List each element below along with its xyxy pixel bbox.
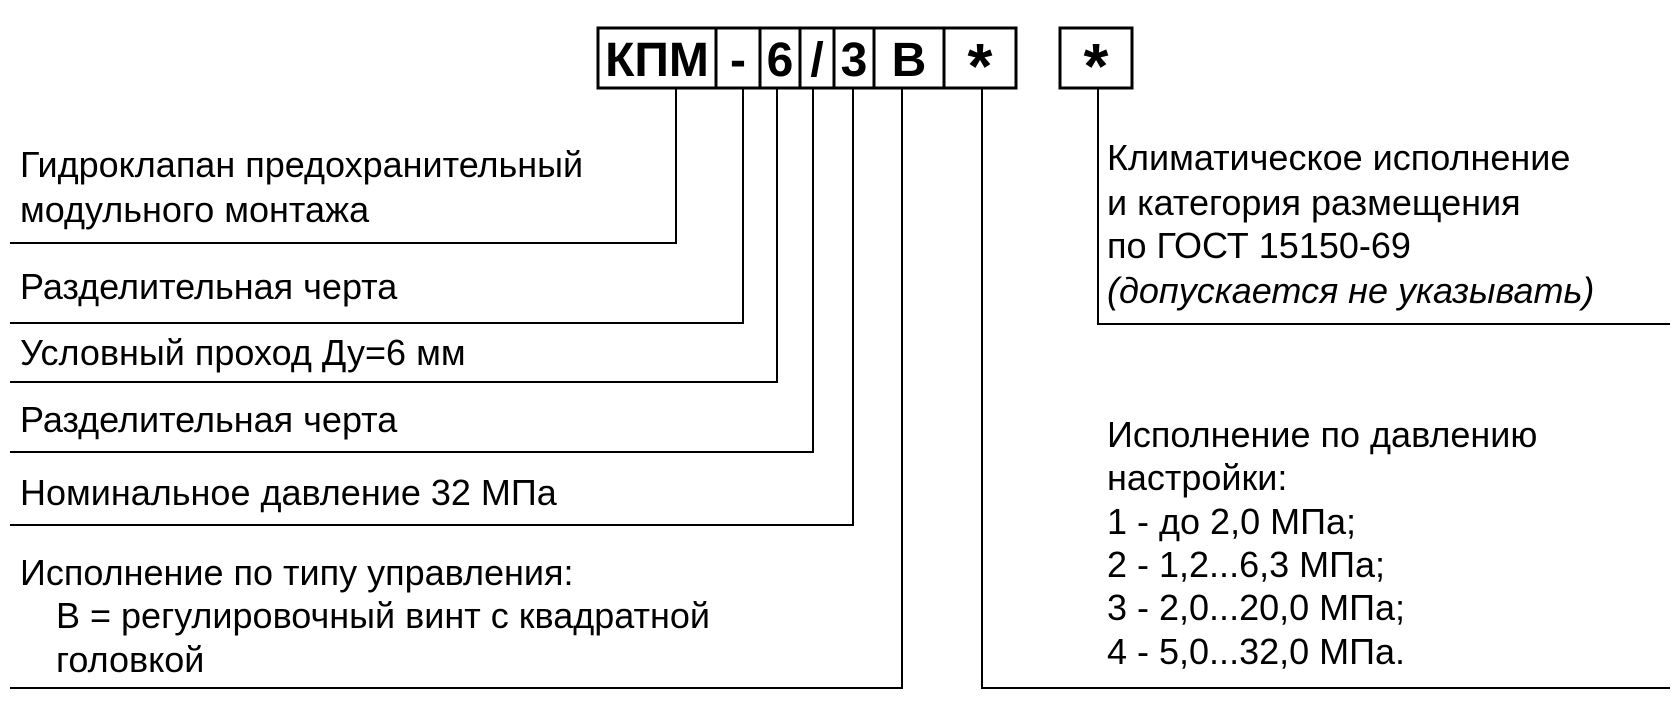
leader-slash — [10, 89, 814, 453]
desc-control-line-3: головкой — [56, 639, 204, 680]
code-box-3 — [832, 26, 876, 90]
code-box-6 — [758, 26, 802, 90]
desc-climate-note: (допускается не указывать) — [1107, 270, 1594, 311]
desc-slash: Разделительная черта — [20, 399, 398, 440]
desc-pressure-option-3: 3 - 2,0...20,0 МПа; — [1107, 587, 1405, 628]
code-3: 3 — [841, 34, 868, 87]
left-leaders — [10, 89, 903, 689]
desc-pressure-option-2: 2 - 1,2...6,3 МПа; — [1107, 544, 1385, 585]
desc-pressure-option-1: 1 - до 2,0 МПа; — [1107, 501, 1356, 542]
leader-v — [10, 89, 903, 689]
code-box-star-1 — [942, 26, 1018, 90]
desc-control-line-2: В = регулировочный винт с квадратной — [56, 595, 710, 636]
desc-pressure-option-4: 4 - 5,0...32,0 МПа. — [1107, 631, 1405, 672]
leader-dash — [10, 89, 744, 324]
desc-nominal-bore: Условный проход Ду=6 мм — [20, 332, 466, 373]
code-star-1: * — [968, 30, 993, 102]
desc-pressure-line-2: настройки: — [1107, 457, 1287, 498]
desc-nominal-pressure: Номинальное давление 32 МПа — [20, 472, 558, 513]
desc-kpm-line-2: модульного монтажа — [20, 189, 370, 230]
code-boxes — [596, 26, 1134, 90]
code-labels: КПМ - 6 / 3 В * * — [605, 30, 1108, 102]
right-leaders — [981, 89, 1670, 689]
code-dash: - — [730, 34, 746, 87]
right-descriptions: Климатическое исполнение и категория раз… — [1107, 137, 1594, 672]
code-kpm: КПМ — [605, 34, 709, 87]
code-box-dash — [714, 26, 762, 90]
desc-climate-line-2: и категория размещения — [1107, 182, 1521, 223]
leader-kpm — [10, 89, 677, 244]
code-slash: / — [810, 34, 823, 87]
leader-star-1 — [981, 89, 1670, 689]
left-descriptions: Гидроклапан предохранительный модульного… — [20, 144, 710, 680]
desc-climate-line-1: Климатическое исполнение — [1107, 137, 1570, 178]
leader-3 — [10, 89, 854, 526]
desc-climate-line-3: по ГОСТ 15150-69 — [1107, 225, 1411, 266]
code-star-2: * — [1084, 30, 1109, 102]
leader-6 — [10, 89, 778, 383]
desc-pressure-line-1: Исполнение по давлению — [1107, 414, 1537, 455]
desc-dash: Разделительная черта — [20, 266, 398, 307]
desc-kpm-line-1: Гидроклапан предохранительный — [20, 144, 583, 185]
code-6: 6 — [767, 34, 794, 87]
code-box-star-2 — [1058, 26, 1134, 90]
code-v: В — [892, 34, 927, 87]
desc-control-line-1: Исполнение по типу управления: — [20, 552, 573, 593]
leader-star-2 — [1097, 89, 1670, 325]
code-box-kpm — [596, 26, 718, 90]
